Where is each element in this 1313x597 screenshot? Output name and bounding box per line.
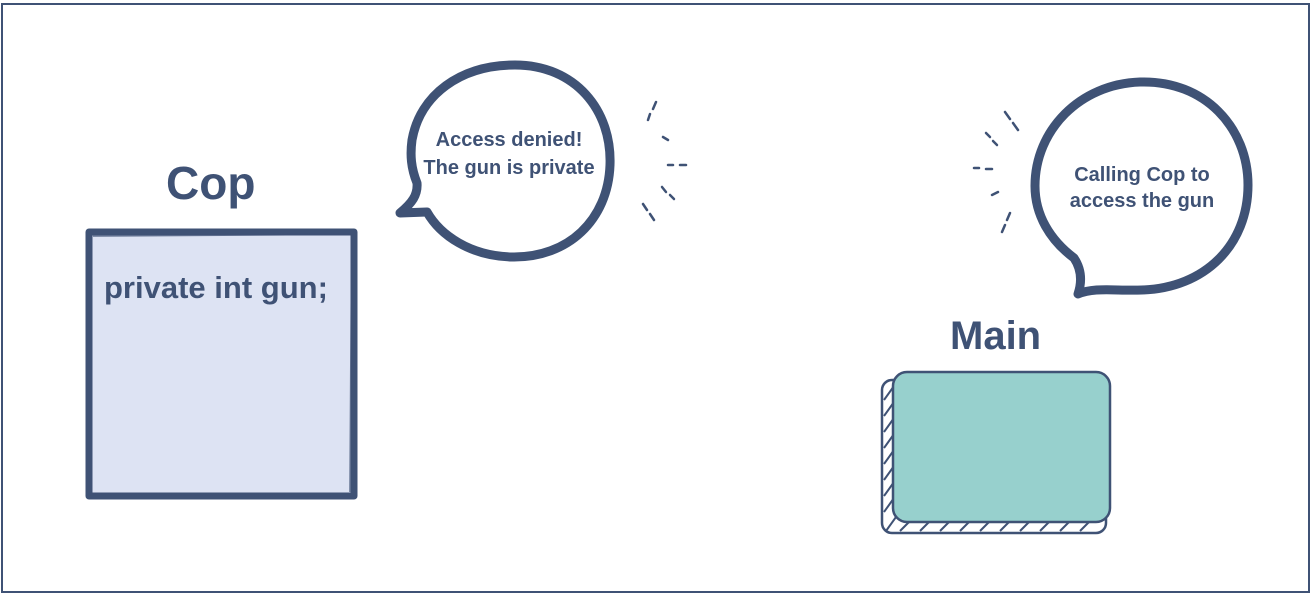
cop-box-sketch-line [87, 233, 355, 497]
speech-bubble-left [395, 60, 615, 262]
speech-bubble-right-text: Calling Cop to access the gun [1069, 164, 1215, 212]
cop-title: Cop [166, 157, 256, 209]
cop-code-label: private int gun; [104, 270, 328, 305]
speech-bubble-right [1030, 77, 1253, 299]
diagram-frame [1, 3, 1310, 593]
sparkle-lines-right [972, 110, 1020, 234]
main-box [891, 370, 1112, 524]
sparkle-lines-left [641, 100, 688, 222]
speech-bubble-left-text: Access denied! The gun is private [423, 129, 595, 179]
main-title: Main [950, 314, 1042, 358]
